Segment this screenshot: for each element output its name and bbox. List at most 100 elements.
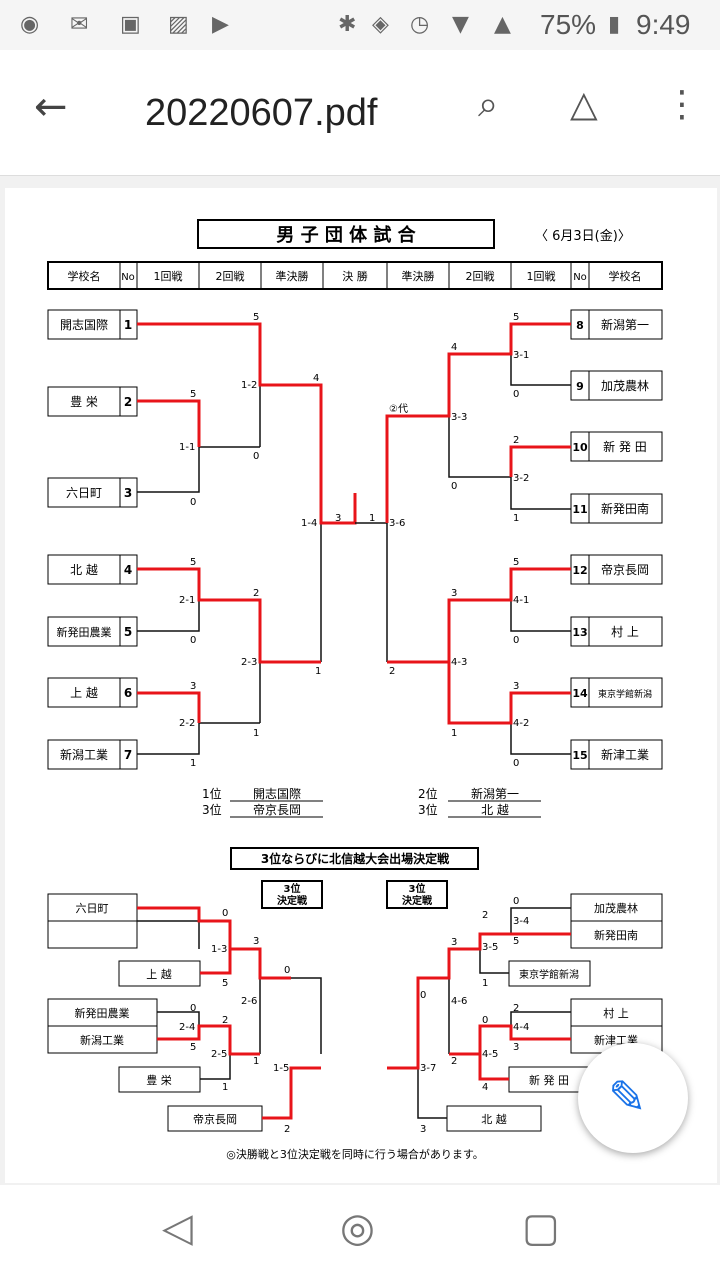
team-no: 8 <box>576 319 584 332</box>
right-teams: 8 新潟第一 9 加茂農林 10 新 発 田 11 新発田南 12 帝京長岡 1… <box>570 309 663 770</box>
score: 3-2 <box>513 473 529 484</box>
score: 1 <box>369 513 375 524</box>
score: 4 <box>313 373 319 384</box>
header-final: 決 勝 <box>342 269 368 283</box>
team-name: 上 越 <box>146 967 172 981</box>
wifi-icon: ▼ <box>452 12 469 37</box>
team-name: 六日町 <box>66 486 102 500</box>
team-no: 13 <box>572 626 587 639</box>
rank-label: 3位 <box>202 802 222 817</box>
team-name: 豊 栄 <box>70 395 98 409</box>
team-name: 豊 栄 <box>146 1073 172 1087</box>
score: 5 <box>513 557 519 568</box>
team-no: 7 <box>124 748 132 762</box>
score: 3-7 <box>420 1063 436 1074</box>
system-nav-bar: ◁ ◎ ▢ <box>0 1185 720 1280</box>
team-name: 開志国際 <box>60 318 108 332</box>
edit-fab[interactable]: ✎ <box>578 1043 688 1153</box>
team-name: 北 越 <box>481 1112 507 1126</box>
score: 1 <box>253 1056 259 1067</box>
score: 0 <box>253 451 259 462</box>
score: 3-1 <box>513 350 529 361</box>
clock: 9:49 <box>636 9 691 40</box>
team-box: 六日町 3 <box>47 477 138 508</box>
team-name: 新発田農業 <box>57 625 112 639</box>
more-vert-icon[interactable]: ⋮ <box>664 84 700 125</box>
score: 1 <box>513 513 519 524</box>
sub-scores: 0 1-3 5 3 2-6 0 0 2-4 5 2 2-5 1 1 1-5 2 … <box>179 896 529 1135</box>
team-name: 六日町 <box>76 902 109 915</box>
score: 4-1 <box>513 595 529 606</box>
nav-home-icon[interactable]: ◎ <box>340 1205 375 1251</box>
score: 3 <box>420 1124 426 1135</box>
team-box: 8 新潟第一 <box>570 309 663 340</box>
team-name: 帝京長岡 <box>601 562 649 577</box>
score: ②代 <box>389 403 408 415</box>
score: 1 <box>315 666 321 677</box>
team-box: 豊 栄 2 <box>47 386 138 417</box>
status-bar: ◉ ✉ ▣ ▨ ▶ ✱ ◈ ◷ ▼ ▲ 75% ▮ 9:49 <box>0 0 720 50</box>
header-school: 学校名 <box>68 269 101 283</box>
add-to-drive-icon[interactable]: △ <box>570 84 598 125</box>
score: 0 <box>513 389 519 400</box>
score: 3 <box>190 681 196 692</box>
team-name: 加茂農林 <box>594 901 638 915</box>
rank-label: 2位 <box>418 786 438 801</box>
team-box: 開志国際 1 <box>47 309 138 340</box>
score: 2-5 <box>211 1049 227 1060</box>
score: 1 <box>482 978 488 989</box>
doc-title: 男 子 団 体 試 合 <box>276 224 416 246</box>
score: 1-2 <box>241 380 257 391</box>
score: 0 <box>190 635 196 646</box>
score: 2 <box>389 666 395 677</box>
score: 5 <box>190 389 196 400</box>
score: 0 <box>513 635 519 646</box>
alarm-icon: ◷ <box>410 12 430 37</box>
sub-box-label: 決定戦 <box>402 894 433 907</box>
header-round1-r: 1回戦 <box>527 270 556 283</box>
team-no: 9 <box>576 380 584 393</box>
score: 1 <box>253 728 259 739</box>
score: 2-6 <box>241 996 257 1007</box>
nav-back-icon[interactable]: ◁ <box>162 1205 193 1251</box>
sub-left-teams: 六日町 上 越 新発田農業 新潟工業 豊 栄 帝京長岡 <box>47 893 263 1132</box>
score: 4-5 <box>482 1049 498 1060</box>
header-semifinal: 準決勝 <box>276 269 309 283</box>
score: 0 <box>190 497 196 508</box>
pdf-page[interactable]: 男 子 団 体 試 合 〈 6月3日(金)〉 学校名 No 1回戦 2回戦 準決… <box>5 188 717 1183</box>
score: 4-6 <box>451 996 467 1007</box>
score: 0 <box>190 1003 196 1014</box>
score: 3 <box>513 1042 519 1053</box>
document-title: 20220607.pdf <box>145 92 378 134</box>
rankings: 1位 開志国際 3位 帝京長岡 2位 新潟第一 3位 北 越 <box>202 786 541 818</box>
score: 0 <box>222 908 228 919</box>
score: 1 <box>451 728 457 739</box>
score: 5 <box>513 936 519 947</box>
team-name: 加茂農林 <box>601 379 649 393</box>
find-in-page-icon[interactable]: ⌕ <box>478 84 499 125</box>
team-name: 新潟第一 <box>601 317 649 332</box>
nav-recent-icon[interactable]: ▢ <box>522 1205 560 1251</box>
header-school-r: 学校名 <box>609 269 642 283</box>
app-bar: ← 20220607.pdf ⌕ △ ⋮ <box>0 50 720 176</box>
team-no: 3 <box>124 486 132 500</box>
score: 0 <box>482 1015 488 1026</box>
team-name: 帝京長岡 <box>193 1112 237 1126</box>
team-name: 東京学館新潟 <box>519 968 579 981</box>
bracket-document: 男 子 団 体 試 合 〈 6月3日(金)〉 学校名 No 1回戦 2回戦 準決… <box>47 219 663 1161</box>
score: 1-4 <box>301 518 317 529</box>
team-box: 13 村 上 <box>570 616 663 647</box>
score: 1-1 <box>179 442 195 453</box>
team-name: 北 越 <box>70 563 98 577</box>
score: 2 <box>513 1003 519 1014</box>
score: 5 <box>253 312 259 323</box>
team-box: 10 新 発 田 <box>570 431 663 462</box>
arrow-back-icon[interactable]: ← <box>34 84 68 130</box>
header-no: No <box>121 272 135 283</box>
team-name: 新潟工業 <box>60 747 108 762</box>
bluetooth-icon: ✱ <box>338 12 357 37</box>
score: 3 <box>513 681 519 692</box>
header-round2-r: 2回戦 <box>466 270 495 283</box>
score: 5 <box>190 557 196 568</box>
score: 2-2 <box>179 718 195 729</box>
